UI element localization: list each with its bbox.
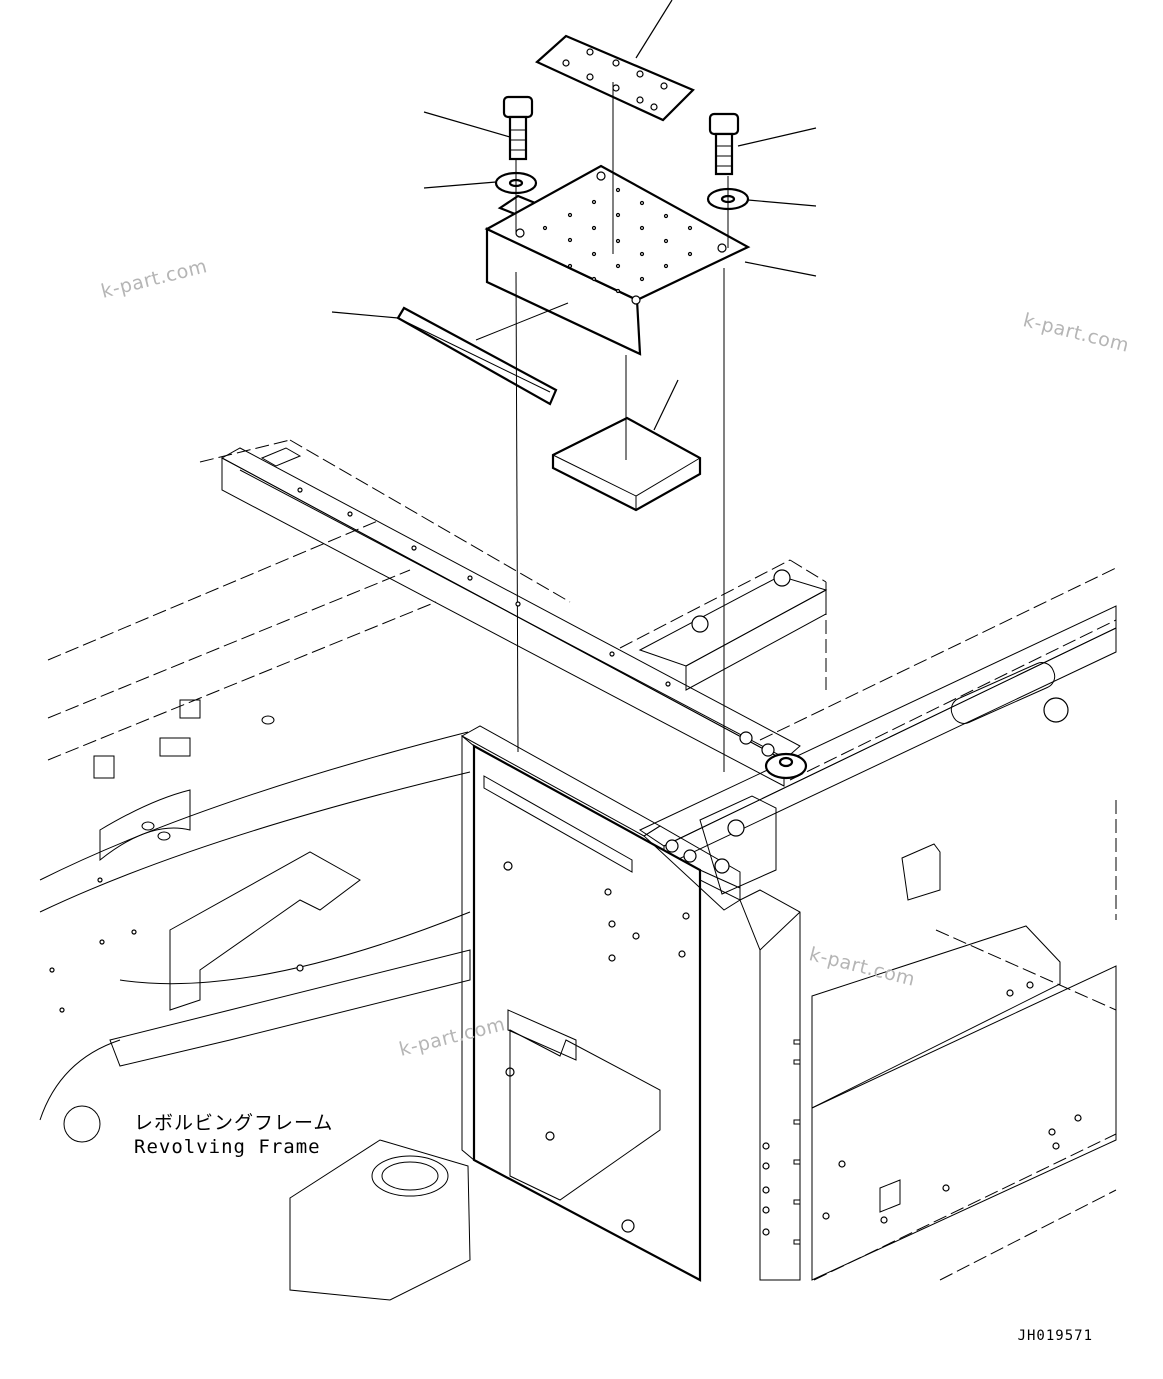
bolt-left [502,95,534,161]
alignment-lines [475,82,729,772]
bolt-right [708,112,740,176]
frame-label: レボルビングフレーム Revolving Frame [134,1111,333,1159]
rubber-strip [396,306,558,406]
leader-lines [331,0,817,431]
revolving-frame [39,439,1117,1301]
frame-label-en: Revolving Frame [134,1136,321,1158]
drawing-code: JH019571 [1017,1328,1093,1344]
frame-label-jp: レボルビングフレーム [134,1112,334,1134]
step-bracket [484,164,751,356]
pad-block [551,416,702,512]
top-plate [535,34,695,122]
